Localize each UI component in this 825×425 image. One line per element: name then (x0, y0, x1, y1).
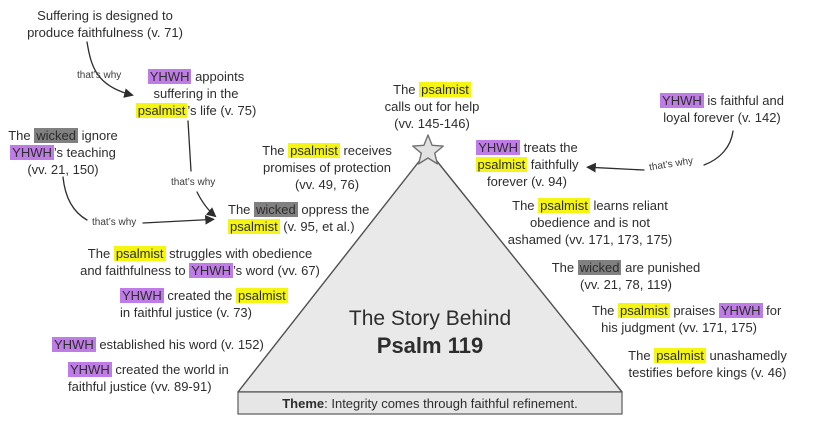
yellow-highlight: psalmist (538, 198, 590, 213)
arrow-suffering-to-appoints (86, 41, 134, 98)
yellow-highlight: psalmist (288, 143, 340, 158)
note-yhwh-established: YHWH established his word (v. 152) (52, 337, 264, 352)
yellow-highlight: psalmist (236, 288, 288, 303)
arrow-faithful-down (703, 130, 734, 166)
purple-highlight: YHWH (120, 288, 164, 303)
connector-label-appoints: that’s why (171, 177, 216, 188)
gray-highlight: wicked (254, 202, 298, 217)
purple-highlight: YHWH (68, 362, 112, 377)
pyramid-title-line2: Psalm 119 (376, 333, 484, 358)
pyramid-title-line1: The Story Behind (348, 307, 512, 330)
theme-label: Theme (282, 396, 325, 411)
purple-highlight: YHWH (10, 145, 54, 160)
yellow-highlight: psalmist (228, 219, 280, 234)
yellow-highlight: psalmist (654, 348, 706, 363)
pyramid-title: The Story Behind Psalm 119 (349, 306, 511, 360)
yellow-highlight: psalmist (113, 246, 166, 261)
connector-label-suffering: that’s why (77, 70, 122, 81)
arrow-appoints-to-oppress (196, 191, 217, 218)
purple-highlight: YHWH (476, 140, 520, 155)
arrow-faithful-to-treats (586, 162, 645, 173)
yellow-highlight: psalmist (419, 82, 471, 97)
theme-statement: Theme: Integrity comes through faithful … (238, 395, 622, 413)
yellow-highlight: psalmist (475, 157, 528, 172)
arrow-ignore-down (62, 176, 88, 221)
connector-label-ignore: that’s why (92, 217, 137, 228)
star-icon (412, 134, 444, 165)
gray-highlight: wicked (34, 128, 78, 143)
purple-highlight: YHWH (52, 337, 96, 352)
theme-bar (237, 391, 623, 415)
purple-highlight: YHWH (718, 303, 763, 318)
yellow-highlight: psalmist (135, 103, 188, 118)
gray-highlight: wicked (577, 260, 622, 275)
theme-body: : Integrity comes through faithful refin… (324, 396, 578, 411)
note-wicked-punished: The wicked are punished(vv. 21, 78, 119) (551, 260, 701, 292)
purple-highlight: YHWH (189, 263, 233, 278)
arrow-ignore-to-oppress (142, 214, 215, 225)
arrow-appoints-down-upper (187, 120, 192, 172)
yellow-highlight: psalmist (618, 303, 670, 318)
purple-highlight: YHWH (147, 69, 192, 84)
purple-highlight: YHWH (660, 93, 704, 108)
